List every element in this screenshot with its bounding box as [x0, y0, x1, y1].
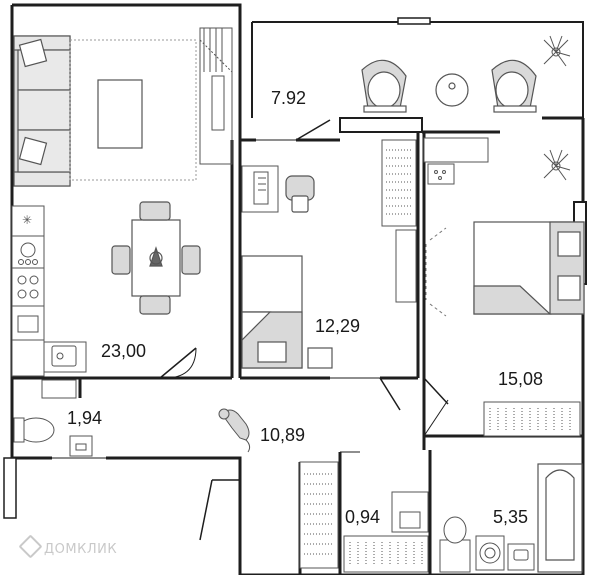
kitchen-counter: ✳ — [11, 205, 87, 377]
pet-cat-icon — [218, 408, 251, 453]
wardrobe-bedroom — [483, 401, 581, 437]
dresser — [423, 137, 489, 185]
desk — [241, 165, 279, 213]
area-label-wc: 1,94 — [67, 408, 103, 428]
rug — [69, 39, 197, 181]
area-label-bathroom: 5,35 — [493, 507, 529, 527]
bathroom-fixtures — [439, 516, 535, 573]
domclick-logo-icon — [18, 534, 43, 559]
area-label-study: 12,29 — [315, 316, 361, 336]
bed-single — [241, 255, 333, 369]
wc-fixtures — [13, 379, 93, 457]
tv-stand — [199, 27, 233, 165]
wardrobe-hall — [299, 461, 339, 569]
coffee-table — [97, 79, 143, 149]
plant-icon — [543, 35, 571, 67]
area-label-closet: 0,94 — [345, 507, 381, 527]
office-chair — [285, 175, 315, 213]
doors — [52, 119, 449, 541]
area-label-living: 23,00 — [101, 341, 147, 361]
closet-shelves — [343, 491, 429, 573]
area-label-bedroom: 15,08 — [498, 369, 544, 389]
sofa — [13, 35, 71, 187]
walls — [3, 3, 587, 575]
balcony-furniture — [361, 59, 537, 113]
watermark: ДОМКЛИК — [18, 534, 118, 559]
wardrobe-study — [381, 139, 417, 303]
plant-icon-bedroom — [543, 149, 571, 181]
area-label-hall: 10,89 — [260, 425, 306, 445]
bed-double — [473, 221, 585, 315]
tv-bedroom — [425, 227, 447, 317]
svg-text:✳: ✳ — [22, 213, 32, 227]
bathtub — [537, 463, 583, 573]
dining-set — [111, 201, 201, 315]
area-label-balcony: 7.92 — [271, 88, 307, 108]
watermark-text: ДОМКЛИК — [44, 542, 118, 557]
